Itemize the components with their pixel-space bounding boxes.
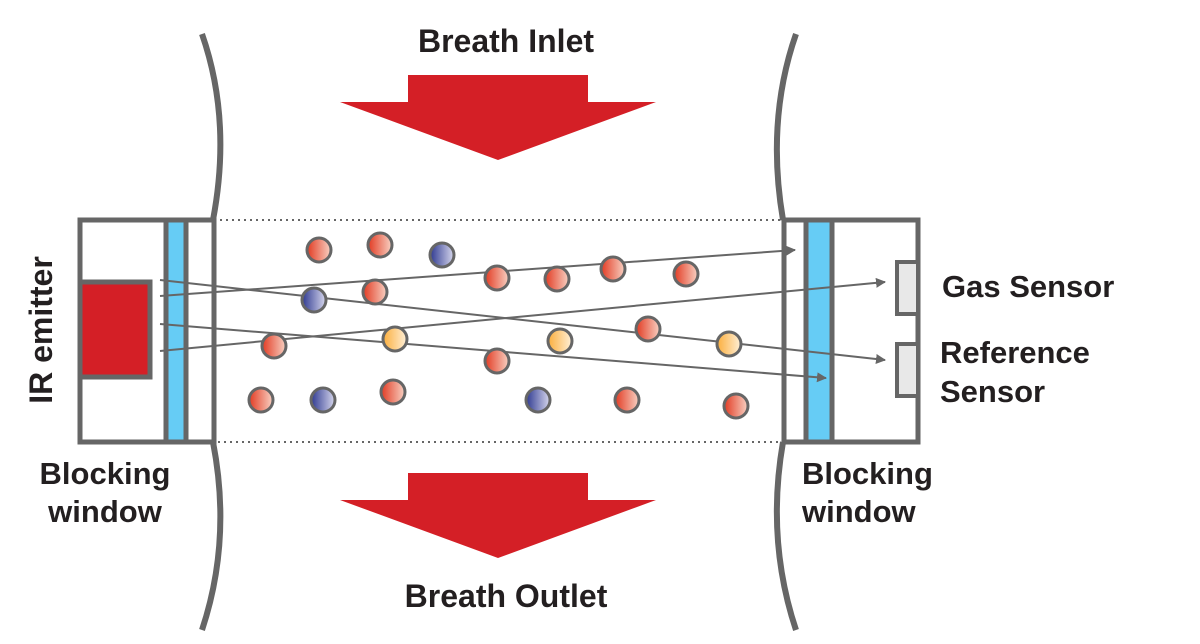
molecule-red-icon bbox=[599, 255, 627, 283]
molecule-blue-icon bbox=[300, 286, 328, 314]
molecule-red-icon bbox=[722, 392, 750, 420]
outlet-arrow-icon bbox=[340, 473, 656, 558]
molecule-yellow-icon bbox=[715, 330, 743, 358]
reference-sensor-label-line1: Reference bbox=[940, 335, 1090, 370]
measurement-chamber bbox=[213, 219, 785, 443]
left-blocking-window-label-line2: window bbox=[47, 494, 163, 529]
molecule-red-icon bbox=[305, 236, 333, 264]
right-tube-wall-bottom bbox=[773, 441, 799, 631]
ir-emitter-label: IR emitter bbox=[23, 256, 59, 404]
molecule-red-icon bbox=[634, 315, 662, 343]
gas-molecules bbox=[247, 231, 750, 420]
molecule-red-icon bbox=[361, 278, 389, 306]
right-blocking-window bbox=[803, 217, 835, 445]
molecule-blue-icon bbox=[428, 241, 456, 269]
molecule-red-icon bbox=[247, 386, 275, 414]
molecule-blue-icon bbox=[524, 386, 552, 414]
gas-sensor-icon bbox=[895, 260, 920, 316]
inlet-arrow-icon bbox=[340, 75, 656, 160]
ir-emitter-icon bbox=[77, 279, 153, 380]
right-blocking-window-label-line2: window bbox=[801, 494, 917, 529]
molecule-red-icon bbox=[672, 260, 700, 288]
left-tube-wall-top bbox=[199, 33, 224, 221]
breath-outlet-label: Breath Outlet bbox=[405, 578, 608, 614]
reference-sensor-icon bbox=[895, 342, 920, 398]
right-tube-wall-top bbox=[773, 33, 799, 221]
molecule-red-icon bbox=[613, 386, 641, 414]
ir-beam bbox=[159, 245, 796, 297]
molecule-red-icon bbox=[366, 231, 394, 259]
molecule-red-icon bbox=[379, 378, 407, 406]
molecule-yellow-icon bbox=[546, 327, 574, 355]
molecule-blue-icon bbox=[309, 386, 337, 414]
ir-beam bbox=[159, 279, 886, 364]
left-blocking-window-label-line1: Blocking bbox=[40, 456, 171, 491]
molecule-red-icon bbox=[483, 347, 511, 375]
gas-sensor-label: Gas Sensor bbox=[942, 269, 1114, 304]
molecule-yellow-icon bbox=[381, 325, 409, 353]
right-blocking-window-label-line1: Blocking bbox=[802, 456, 933, 491]
breath-inlet-label: Breath Inlet bbox=[418, 23, 594, 59]
left-blocking-window bbox=[163, 217, 189, 445]
molecule-red-icon bbox=[260, 332, 288, 360]
molecule-red-icon bbox=[483, 264, 511, 292]
molecule-red-icon bbox=[543, 265, 571, 293]
left-tube-wall-bottom bbox=[199, 441, 224, 631]
reference-sensor-label-line2: Sensor bbox=[940, 374, 1045, 409]
ir-beams bbox=[159, 245, 886, 383]
